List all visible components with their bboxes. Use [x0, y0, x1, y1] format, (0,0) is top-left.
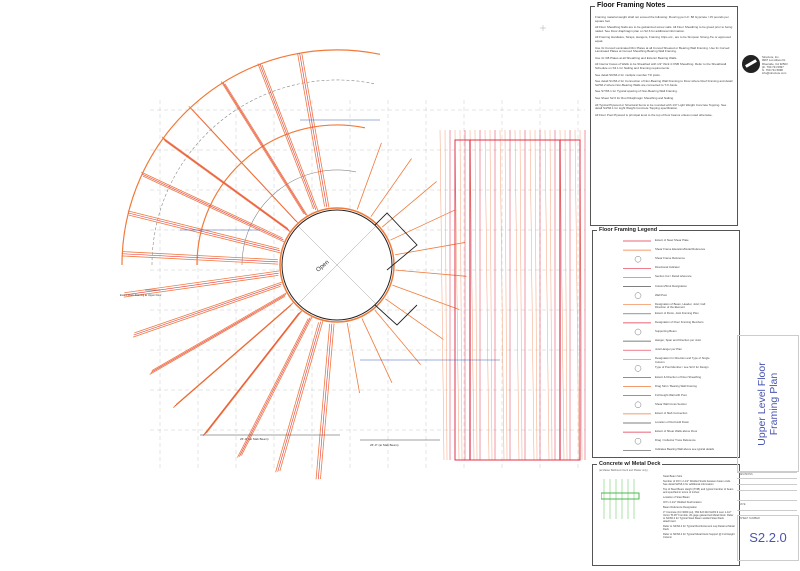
list-item: All Typical Plywood or Structural Items …: [595, 102, 727, 111]
legend-item: Extent & Direction of Floor Sheathing: [655, 374, 702, 379]
list-item: All Framing Hardware, Straps, Hangers, F…: [595, 35, 731, 43]
list-item: ph. 760.741.5997: [762, 64, 784, 69]
date-label: DATE: [739, 503, 746, 506]
list-item: Beam Reference Designation: [663, 506, 697, 509]
legend-item: Drag / Collector Truss Reference: [655, 438, 696, 443]
company-logo: [742, 55, 760, 73]
concrete-metal-deck-legend: Concrete w/ Metal Deck (at Master Bathro…: [592, 461, 740, 566]
legend-item: Shear Frame Elevation/Detail Reference: [655, 247, 706, 252]
floor-framing-notes: Floor Framing Notes Framing material wei…: [590, 2, 738, 226]
list-item: 3" Concrete (Fc=3000 psi), NW 6x6-W2.9xW…: [663, 511, 734, 523]
list-item: Steel Beam Size: [663, 475, 683, 478]
sheet-number-box: SHEET NUMBER S2.2.0: [737, 515, 799, 561]
legend-symbol: [634, 328, 642, 336]
legend-symbol: [634, 256, 642, 263]
list-item: Use 3x 3/8 Plates at all Sheathing and E…: [595, 55, 678, 60]
legend-item: Full Height Wall with Post: [655, 392, 687, 397]
legend-symbols: [623, 240, 651, 451]
list-item: 9967 Los Alisos Dr.: [762, 58, 786, 63]
legend-item: Extent of Slab Connection: [655, 410, 688, 415]
legend-title: Floor Framing Legend: [597, 227, 660, 233]
list-item: See Sheet S2.6 for Roof Diaphragm Sheath…: [595, 95, 675, 100]
legend-item: Indicates Bearing Wall above see typical…: [655, 447, 714, 452]
list-item: Riverside, CA 92503: [762, 61, 788, 66]
revisions-label: REVISIONS: [739, 473, 753, 476]
dimension-bottom: 26'-0" (at Slab Beam): [240, 437, 268, 441]
legend-item: Designation for Direction and Type of Si…: [655, 356, 710, 364]
sheet-number: S2.2.0: [749, 530, 787, 545]
legend-item: Shear Frame Reference: [655, 256, 686, 261]
legend-symbol: [634, 401, 642, 409]
legend-item: Location of Rod Hold Down: [655, 420, 690, 424]
legend-symbol: [634, 292, 642, 299]
legend-item: Hanger, Span and Direction per Joist: [655, 338, 701, 343]
legend-item: Joist Hanger per Plan: [655, 347, 682, 352]
list-item: Location of Steel Beam: [663, 496, 690, 499]
legend-symbol: [634, 437, 642, 445]
list-item: All Floor Sheathing Nails are to be galv…: [595, 25, 733, 33]
legend-item: Designation of Floor Framing Members: [655, 319, 704, 324]
legend-item: Extent of Shear Walls above Floor: [655, 429, 698, 434]
list-item: Framing material weight shall not exceed…: [595, 15, 729, 23]
company-info: Structure, Inc.9967 Los Alisos Dr.Rivers…: [762, 55, 788, 76]
title-line-1: Upper Level Floor: [756, 361, 768, 446]
legend-symbol: [634, 365, 642, 372]
legend-item: Type of Post Member / see S2.0 for Desig…: [655, 365, 709, 370]
sheet-number-label: SHEET NUMBER: [740, 517, 760, 520]
legend-item: Supporting Beam: [655, 329, 677, 333]
extent-callout: Extent Floor Framing at Upper Floor: [120, 293, 162, 297]
list-item: fx. 760.741.5998: [762, 68, 783, 73]
list-item: See S7/S5.1 for Typical spacing of Non-B…: [595, 89, 678, 94]
legend-item: Column/Strut Designation: [655, 283, 687, 288]
title-line-2: Framing Plan: [768, 372, 780, 435]
deck-subtitle: (at Master Bathroom Deck and Plaster onl…: [599, 469, 648, 472]
registration-mark: [540, 25, 546, 31]
list-item: Number of 3/4"x 2-1/2" Welded Studs betw…: [663, 480, 731, 486]
plan-linework: [121, 49, 586, 480]
dimension-bottom-right: 26'-0" (at Slab Beam): [370, 443, 398, 447]
legend-item: Extent of Posts, Joist Framing Plan: [655, 310, 699, 315]
list-item: See detail S6/S6.2 for multiple member T…: [595, 72, 661, 77]
notes-title: Floor Framing Notes: [595, 2, 668, 10]
deck-title: Concrete w/ Metal Deck: [597, 461, 663, 467]
legend-item: Shear Wall Cross Section: [655, 401, 687, 406]
legend-item: Designation of Beam, Header, Joist; Call…: [655, 301, 706, 309]
list-item: Top of Steel Beam Height (TOB) and typic…: [663, 488, 734, 494]
metal-deck-symbol: [601, 479, 640, 519]
list-item: Structure, Inc.: [762, 55, 780, 59]
list-item: All Interior Faces of Walls to be Sheath…: [595, 62, 727, 70]
legend-item: Wall Post: [655, 292, 667, 297]
legend-item: Directional Indicator: [655, 265, 680, 270]
list-item: See detail S1/S6.2 for Connection of Non…: [595, 79, 733, 87]
list-item: All Floor Pool Plywood is principal leve…: [595, 112, 713, 117]
legend-item: Extent of Steel Shear Plate: [655, 238, 689, 242]
list-item: 3/4"x 2-1/2" Welded Stud location: [663, 501, 702, 504]
list-item: Use 3x Curved Laminated Rim Plates at al…: [595, 45, 730, 54]
list-item: Refer to S6/S6.4 for Typical Metal Deck …: [663, 533, 735, 539]
list-item: info@structure.com: [762, 71, 787, 76]
floor-framing-legend: Floor Framing Legend Extent of Steel She…: [592, 227, 740, 458]
list-item: Refer to S3/S6.4 for Typical Reinforceme…: [663, 525, 735, 531]
legend-item: Drag Strut / Bearing Wall Framing: [655, 383, 697, 388]
legend-item: Section Cut / Detail reference: [655, 274, 692, 279]
